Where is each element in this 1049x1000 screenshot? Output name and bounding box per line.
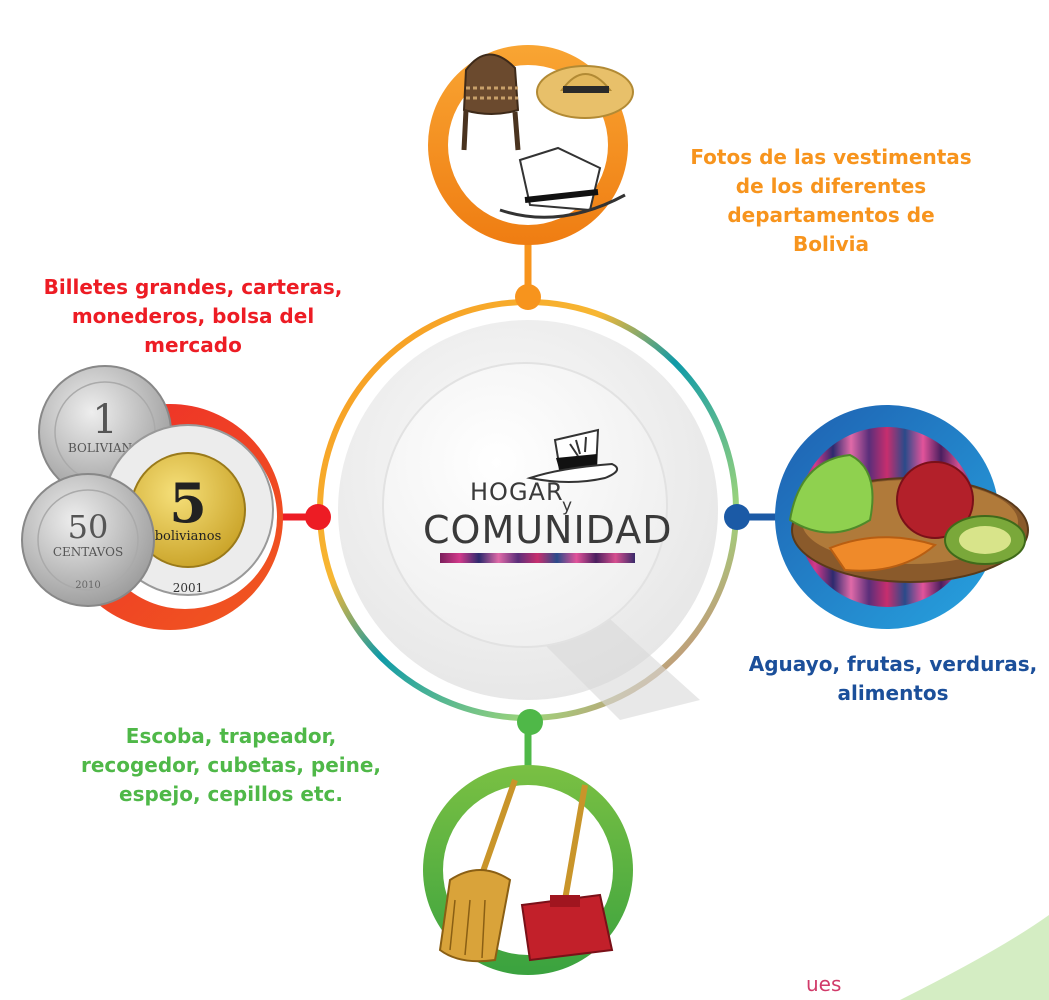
disc-shadow bbox=[540, 610, 700, 720]
label-cleaning-line: recogedor, cubetas, peine, bbox=[80, 753, 382, 777]
coin-five-year: 2001 bbox=[173, 581, 204, 595]
dot-top bbox=[515, 284, 541, 310]
label-cleaning: Escoba, trapeador, recogedor, cubetas, p… bbox=[66, 722, 396, 809]
center-title-y: y bbox=[562, 496, 573, 516]
broom-icon bbox=[438, 779, 518, 963]
label-food-line: Aguayo, frutas, verduras, bbox=[748, 652, 1038, 676]
corner-swoosh bbox=[900, 915, 1049, 1000]
label-money-line: mercado bbox=[144, 333, 242, 357]
dot-right bbox=[724, 504, 750, 530]
label-clothing-line: Fotos de las vestimentas bbox=[690, 145, 972, 169]
dot-bottom bbox=[517, 709, 543, 735]
coin-one-unit: BOLIVIANO bbox=[68, 441, 142, 455]
label-food: Aguayo, frutas, verduras, alimentos bbox=[728, 650, 1049, 708]
coin-fifty-year: 2010 bbox=[75, 580, 100, 591]
center-title-comunidad: COMUNIDAD bbox=[423, 508, 673, 552]
clothing-hats-icon bbox=[461, 53, 634, 219]
center-title-hogar: HOGAR bbox=[470, 478, 564, 506]
hat-icon bbox=[526, 428, 619, 483]
label-money-line: monederos, bolsa del bbox=[71, 304, 315, 328]
label-clothing: Fotos de las vestimentas de los diferent… bbox=[672, 143, 990, 259]
aguayo-strip bbox=[440, 553, 635, 563]
dot-left bbox=[305, 504, 331, 530]
food-plate-icon bbox=[788, 453, 1029, 583]
coins-icon: 1 BOLIVIANO 5 bolivianos 2001 50 CENTAVO… bbox=[21, 365, 274, 607]
label-cleaning-line: espejo, cepillos etc. bbox=[119, 782, 343, 806]
coin-five-value: 5 bbox=[169, 471, 207, 535]
coin-fifty-value: 50 bbox=[68, 508, 109, 546]
dustpan-icon bbox=[520, 784, 614, 962]
label-food-line: alimentos bbox=[837, 681, 949, 705]
label-money: Billetes grandes, carteras, monederos, b… bbox=[16, 273, 370, 360]
coin-one-value: 1 bbox=[92, 397, 117, 443]
label-cleaning-line: Escoba, trapeador, bbox=[125, 724, 337, 748]
label-money-line: Billetes grandes, carteras, bbox=[43, 275, 343, 299]
footer-fragment: ues bbox=[806, 972, 842, 996]
label-clothing-line: de los diferentes bbox=[735, 174, 927, 198]
label-clothing-line: departamentos de bbox=[727, 203, 935, 227]
label-clothing-line: Bolivia bbox=[792, 232, 870, 256]
coin-fifty-unit: CENTAVOS bbox=[53, 545, 123, 559]
coin-five-unit: bolivianos bbox=[155, 529, 222, 544]
